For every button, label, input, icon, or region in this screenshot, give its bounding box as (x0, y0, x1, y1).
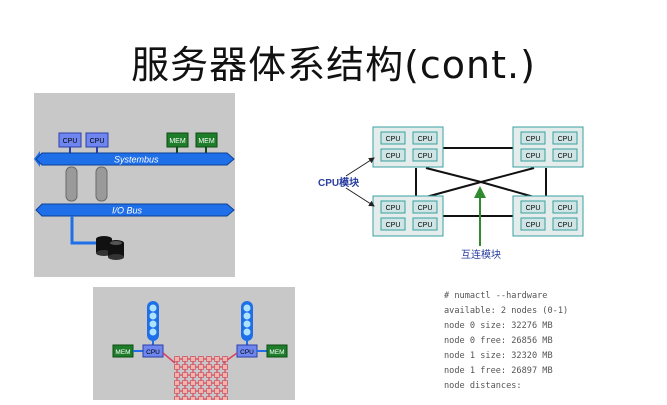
mesh-node (174, 388, 180, 394)
numa-node: CPU CPU CPU CPU (512, 195, 584, 237)
disk-icon (96, 236, 124, 260)
terminal-line: node 1 free: 26897 MB (444, 366, 553, 376)
mesh-node (182, 364, 188, 370)
mesh-node (190, 388, 196, 394)
terminal-line: node 0 size: 32276 MB (444, 321, 553, 331)
svg-text:MEM: MEM (198, 138, 215, 145)
svg-text:CPU: CPU (386, 205, 401, 212)
numactl-output: # numactl --hardware available: 2 nodes … (436, 285, 606, 400)
mesh-node (214, 372, 220, 378)
mesh-node (198, 388, 204, 394)
svg-text:CPU: CPU (526, 153, 541, 160)
svg-text:MEM: MEM (269, 349, 284, 356)
smp-mem: MEM (195, 132, 218, 155)
svg-text:MEM: MEM (115, 349, 130, 356)
svg-text:CPU: CPU (418, 222, 433, 229)
svg-text:CPU: CPU (558, 153, 573, 160)
mesh-node (214, 388, 220, 394)
mesh-node (198, 356, 204, 362)
mesh-node (174, 396, 180, 402)
memory-stack (147, 301, 159, 345)
svg-text:CPU: CPU (146, 349, 160, 356)
svg-text:Systembus: Systembus (114, 155, 159, 165)
mesh-node (222, 372, 228, 378)
mesh-node (198, 396, 204, 402)
mesh-node (214, 380, 220, 386)
memory-stack (241, 301, 253, 345)
mesh-node (190, 396, 196, 402)
svg-text:MEM: MEM (169, 138, 186, 145)
svg-text:CPU: CPU (63, 138, 78, 145)
io-bus: I/O Bus (35, 203, 235, 217)
mesh-node (174, 380, 180, 386)
mesh-node (190, 356, 196, 362)
mpp-node: MEM CPU (112, 344, 164, 358)
svg-text:CPU: CPU (526, 222, 541, 229)
terminal-line: node distances: (444, 381, 522, 391)
svg-text:CPU: CPU (526, 136, 541, 143)
mesh-node (190, 364, 196, 370)
svg-text:CPU: CPU (418, 205, 433, 212)
cpu-module-label: CPU模块 (318, 176, 360, 189)
mesh-node (190, 380, 196, 386)
mpp-diagram: MEM CPU CPU MEM (93, 287, 295, 405)
mesh-node (206, 388, 212, 394)
svg-text:CPU: CPU (418, 153, 433, 160)
smp-mem: MEM (166, 132, 189, 155)
svg-text:I/O Bus: I/O Bus (112, 206, 143, 216)
mesh-node (214, 396, 220, 402)
svg-text:CPU: CPU (558, 222, 573, 229)
mesh-node (182, 388, 188, 394)
interconnect-mesh (174, 356, 228, 405)
svg-text:CPU: CPU (558, 136, 573, 143)
mesh-node (222, 356, 228, 362)
mesh-node (206, 372, 212, 378)
svg-text:CPU: CPU (386, 222, 401, 229)
mesh-node (182, 396, 188, 402)
mesh-node (206, 380, 212, 386)
numa-node: CPU CPU CPU CPU (372, 126, 444, 168)
mesh-node (222, 380, 228, 386)
smp-cpu: CPU (85, 132, 109, 155)
svg-text:CPU: CPU (558, 205, 573, 212)
mesh-node (182, 372, 188, 378)
mesh-node (174, 364, 180, 370)
svg-text:CPU: CPU (526, 205, 541, 212)
mesh-node (222, 364, 228, 370)
interconnect-label: 互连模块 (461, 248, 501, 261)
mesh-node (206, 356, 212, 362)
svg-text:CPU: CPU (418, 136, 433, 143)
smp-cpu: CPU (58, 132, 82, 155)
svg-text:CPU: CPU (386, 136, 401, 143)
mesh-node (198, 364, 204, 370)
slide-title: 服务器体系结构(cont.) (131, 43, 536, 87)
terminal-line: # numactl --hardware (444, 291, 548, 301)
svg-text:CPU: CPU (240, 349, 254, 356)
mesh-node (190, 372, 196, 378)
mesh-node (222, 396, 228, 402)
mpp-node: CPU MEM (236, 344, 288, 358)
mesh-node (182, 380, 188, 386)
mesh-node (174, 372, 180, 378)
mesh-node (206, 396, 212, 402)
numa-node: CPU CPU CPU CPU (512, 126, 584, 168)
mesh-node (214, 364, 220, 370)
numa-diagram: CPU CPU CPU CPU CPU CPU CPU CPU CPU CPU … (316, 120, 597, 265)
numa-node: CPU CPU CPU CPU (372, 195, 444, 237)
mesh-node (206, 364, 212, 370)
mesh-node (198, 372, 204, 378)
terminal-line: node 0 free: 26856 MB (444, 336, 553, 346)
terminal-line: available: 2 nodes (0-1) (444, 306, 569, 316)
mesh-node (222, 388, 228, 394)
mesh-node (182, 356, 188, 362)
svg-text:CPU: CPU (90, 138, 105, 145)
system-bus: Systembus (34, 151, 235, 167)
terminal-line: node 1 size: 32320 MB (444, 351, 553, 361)
mesh-node (214, 356, 220, 362)
mesh-node (174, 356, 180, 362)
mesh-node (198, 380, 204, 386)
svg-text:CPU: CPU (386, 153, 401, 160)
smp-diagram: CPU CPU MEM MEM Systembus (34, 93, 235, 277)
